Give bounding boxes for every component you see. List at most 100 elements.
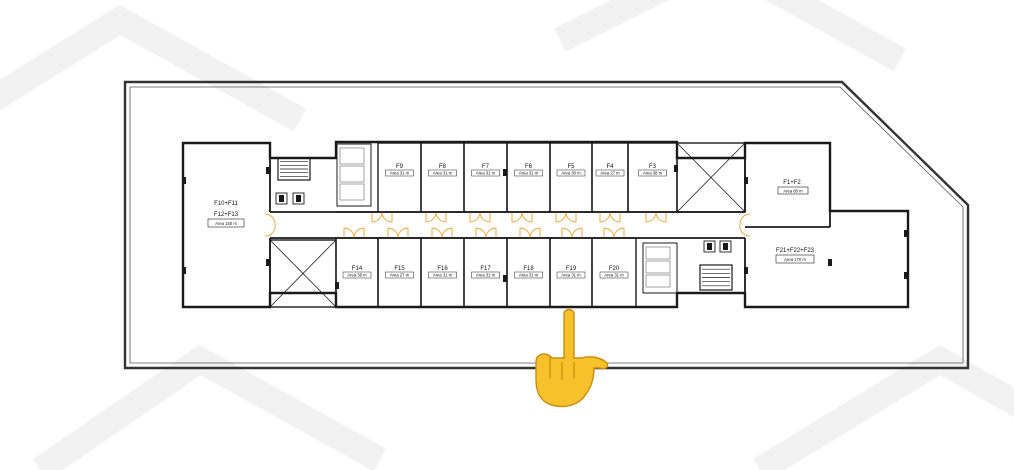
right-block-door [739, 213, 751, 237]
door-swing [565, 211, 577, 223]
building-walls [181, 140, 910, 309]
unit-right-top-label: F1+F2 [783, 180, 801, 186]
unit-door[interactable] [387, 227, 409, 239]
unit-door[interactable] [519, 227, 541, 239]
door-swing [353, 227, 365, 239]
unit-label-f16: F16 [437, 266, 448, 272]
area-tag [556, 169, 586, 177]
unit-boundary [377, 142, 422, 213]
unit-left-block[interactable]: F10+F11 F12+F13 Area 150 m [207, 201, 245, 228]
unit-left-label-1: F10+F11 [214, 201, 238, 207]
door-swing [521, 211, 533, 223]
toilet-core-left-cubicle [339, 147, 365, 165]
void-shaft-left-diag-2 [269, 239, 337, 308]
unit-door[interactable] [475, 227, 497, 239]
void-shaft-right-diag-2 [676, 142, 746, 213]
unit-door[interactable] [425, 211, 447, 223]
unit-door[interactable] [431, 227, 453, 239]
toilet-core-right-cubicle [645, 246, 671, 260]
elevator-icon-car [723, 243, 728, 250]
unit-boundary [549, 142, 593, 213]
door-swing [431, 227, 443, 239]
unit-door[interactable] [603, 227, 625, 239]
door-swing [555, 211, 567, 223]
unit-area-f15: Area 27 m [390, 273, 410, 278]
area-tag [342, 271, 372, 279]
unit-area-f6: Area 31 m [519, 171, 539, 176]
area-tag [514, 271, 543, 279]
column [674, 165, 678, 172]
area-tag [385, 271, 414, 279]
toilet-core-left-cubicle [339, 183, 365, 201]
unit-label-f17: F17 [480, 266, 491, 272]
area-tag [556, 271, 586, 279]
door-swing [475, 227, 487, 239]
unit-label-f14: F14 [352, 266, 363, 272]
area-tag [471, 169, 500, 177]
unit-area-f19: Area 31 m [561, 273, 581, 278]
elevator-icon-car [707, 243, 712, 250]
door-swing [645, 211, 657, 223]
toilet-core-left [336, 143, 372, 207]
door-swing [529, 227, 541, 239]
unit-label-f3: F3 [649, 164, 657, 170]
unit-door[interactable] [645, 211, 667, 223]
area-tag [385, 169, 414, 177]
unit-right-bottom-label: F21+F22+F23 [776, 248, 815, 254]
toilet-core-right-cubicle [645, 274, 671, 288]
unit-boundary [591, 237, 637, 308]
unit-door[interactable] [343, 227, 365, 239]
unit-boundary [591, 142, 629, 213]
area-tag [471, 271, 500, 279]
door-swing [511, 211, 523, 223]
stairs-icon [277, 157, 311, 181]
unit-door[interactable] [511, 211, 533, 223]
column [182, 267, 186, 274]
unit-right-bottom-block[interactable]: F21+F22+F23 Area 170 m [775, 248, 815, 264]
unit-area-f7: Area 31 m [476, 171, 496, 176]
unit-left-label-2: F12+F13 [214, 212, 239, 218]
unit-door[interactable] [599, 211, 621, 223]
door-swing [441, 227, 453, 239]
unit-area-f20: Area 31 m [604, 273, 624, 278]
unit-door[interactable] [555, 211, 577, 223]
area-tag [428, 271, 457, 279]
door-swing [571, 227, 583, 239]
door-swing [613, 227, 625, 239]
unit-door[interactable] [371, 211, 393, 223]
unit-right-top-area: Area 80 m [783, 189, 803, 194]
unit-right-top-block[interactable]: F1+F2 Area 80 m [777, 180, 809, 195]
door-swing [397, 227, 409, 239]
unit-label-f18: F18 [523, 266, 534, 272]
unit-door[interactable] [561, 227, 583, 239]
unit-label-f15: F15 [394, 266, 405, 272]
unit-boundary [463, 142, 508, 213]
unit-right-bottom-area: Area 170 m [784, 257, 806, 262]
unit-label-f20: F20 [609, 266, 620, 272]
site-outline-inner [129, 86, 964, 364]
unit-label-f6: F6 [525, 164, 533, 170]
unit-door[interactable] [469, 211, 491, 223]
door-swing [519, 227, 531, 239]
unit-area-f14: Area 38 m [347, 273, 367, 278]
unit-label-f5: F5 [567, 164, 575, 170]
unit-left-area: Area 150 m [215, 221, 237, 226]
